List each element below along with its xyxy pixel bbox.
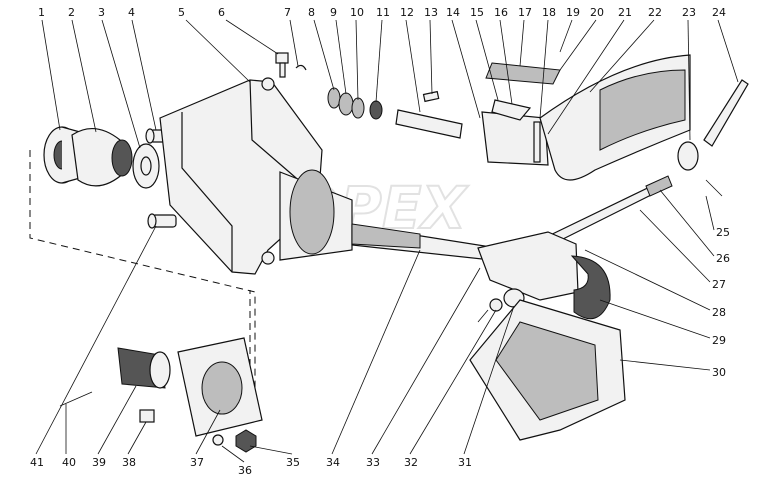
part-pin (59, 391, 93, 407)
part-hook-latch (477, 231, 611, 323)
part-cap (43, 126, 81, 184)
callout-20: 20 (590, 6, 604, 19)
callout-18: 18 (542, 6, 556, 19)
callout-30: 30 (712, 366, 726, 379)
callout-11: 11 (376, 6, 390, 19)
callout-15: 15 (470, 6, 484, 19)
callout-2: 2 (68, 6, 75, 19)
callout-24: 24 (712, 6, 726, 19)
callout-26: 26 (716, 252, 730, 265)
callout-16: 16 (494, 6, 508, 19)
part-housing-cone (279, 169, 353, 261)
part-washer (132, 143, 160, 189)
callout-35: 35 (286, 456, 300, 469)
callout-4: 4 (128, 6, 135, 19)
callout-19: 19 (566, 6, 580, 19)
callout-23: 23 (682, 6, 696, 19)
callout-5: 5 (178, 6, 185, 19)
callout-14: 14 (446, 6, 460, 19)
callout-13: 13 (424, 6, 438, 19)
part-flange-assembly (117, 337, 263, 453)
callout-10: 10 (350, 6, 364, 19)
callout-3: 3 (98, 6, 105, 19)
callout-40: 40 (62, 456, 76, 469)
callouts-top: 1 2 3 4 5 6 7 8 9 10 11 12 13 14 15 16 1… (38, 6, 739, 149)
callout-8: 8 (308, 6, 315, 19)
callouts-bottom: 31 32 33 34 35 36 37 38 39 40 41 (30, 225, 515, 477)
callout-12: 12 (400, 6, 414, 19)
callout-22: 22 (648, 6, 662, 19)
part-lever (539, 79, 749, 249)
part-shaft (351, 223, 511, 263)
callout-7: 7 (284, 6, 291, 19)
callout-1: 1 (38, 6, 45, 19)
callout-34: 34 (326, 456, 340, 469)
part-housing-plate (469, 299, 626, 441)
callout-32: 32 (404, 456, 418, 469)
callout-27: 27 (712, 278, 726, 291)
part-upper-mechanism (481, 54, 691, 181)
part-small-hardware (275, 52, 463, 139)
callout-21: 21 (618, 6, 632, 19)
callout-33: 33 (366, 456, 380, 469)
callout-9: 9 (330, 6, 337, 19)
callout-29: 29 (712, 334, 726, 347)
callout-6: 6 (218, 6, 225, 19)
callout-25: 25 (716, 226, 730, 239)
callout-37: 37 (190, 456, 204, 469)
callout-17: 17 (518, 6, 532, 19)
callout-39: 39 (92, 456, 106, 469)
callouts-right: 25 26 27 28 29 30 (584, 189, 730, 379)
callout-28: 28 (712, 306, 726, 319)
callout-31: 31 (458, 456, 472, 469)
callout-38: 38 (122, 456, 136, 469)
callout-36: 36 (238, 464, 252, 477)
callout-41: 41 (30, 456, 44, 469)
part-sleeve (71, 128, 133, 187)
